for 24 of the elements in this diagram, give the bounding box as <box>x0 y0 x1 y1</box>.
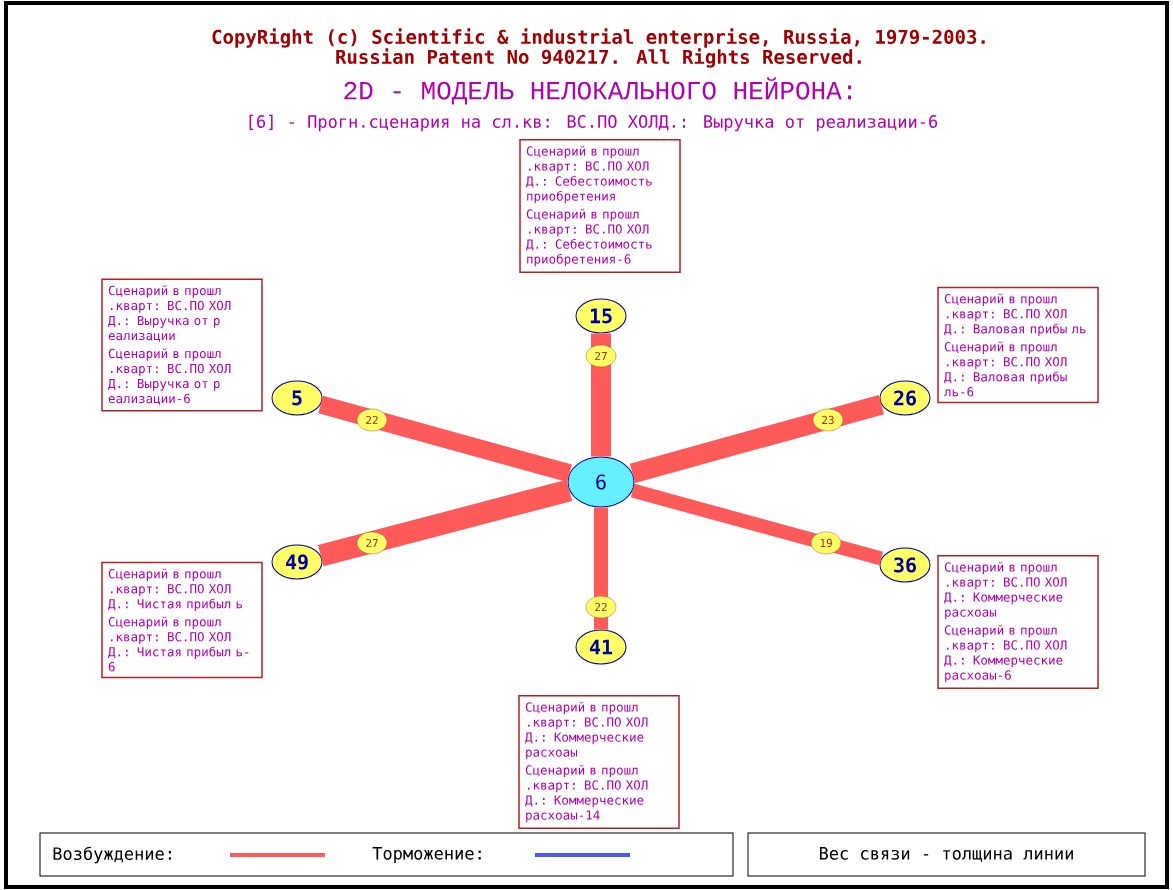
connection-line <box>629 394 884 483</box>
weight-label: 27 <box>356 531 388 555</box>
legend-text: Возбуждение: <box>53 846 171 864</box>
legend-text: Торможение: <box>372 847 481 863</box>
connection-line <box>318 479 573 567</box>
weight-label: 27 <box>585 344 617 368</box>
connection-line <box>591 333 611 457</box>
copyright-text: CopyRight (c) Scientific & industrial enterprise, Russia, 1979-2003. <box>212 28 985 48</box>
scenario-box: Сценарий в прошл .кварт: ВС.ПО ХОЛ Д.: Коммерческие расхоаы Сценарий в прошл .кварт: ВС.ПО ХОЛ Д.: Коммерческие расхоаы-6 <box>937 555 1099 689</box>
connection-line <box>594 507 608 630</box>
connection-line <box>630 483 884 566</box>
scenario-box: Сценарий в прошл .кварт: ВС.ПО ХОЛ Д.: Себестоимость приобретения Сценарий в прошл .кварт: ВС.ПО ХОЛ Д.: Себестоимость приобретения-6 <box>519 139 681 273</box>
weight-label: 19 <box>810 531 842 555</box>
connection-line <box>318 395 572 482</box>
weight-label: 22 <box>585 595 617 619</box>
weight-label: 23 <box>812 408 844 432</box>
scenario-box: Сценарий в прошл .кварт: ВС.ПО ХОЛ Д.: Выручка от р еализации Сценарий в прошл .кварт: ВС.ПО ХОЛ Д.: Выручка от р еализации-6 <box>101 278 263 412</box>
scenario-box: Сценарий в прошл .кварт: ВС.ПО ХОЛ Д.: Коммерческие расхоаы Сценарий в прошл .кварт: ВС.ПО ХОЛ Д.: Коммерческие расхоаы-14 <box>518 695 680 829</box>
title: 2D - МОДЕЛЬ НЕЛОКАЛЬНОГО НЕЙРОНА: <box>344 77 852 105</box>
scenario-box: Сценарий в прошл .кварт: ВС.ПО ХОЛ Д.: Чистая прибыл ь Сценарий в прошл .кварт: ВС.ПО ХОЛ Д.: Чистая прибыл ь-6 <box>101 561 263 679</box>
weight-label: 22 <box>356 408 388 432</box>
note-box: Вес связи - толщина линии <box>747 832 1146 877</box>
scenario-box: Сценарий в прошл .кварт: ВС.ПО ХОЛ Д.: Валовая прибы ль Сценарий в прошл .кварт: ВС.ПО ХОЛ Д.: Валовая прибы ль-6 <box>937 286 1099 404</box>
patent-text: Russian Patent No 940217. All Rights Reserved. <box>336 48 861 68</box>
